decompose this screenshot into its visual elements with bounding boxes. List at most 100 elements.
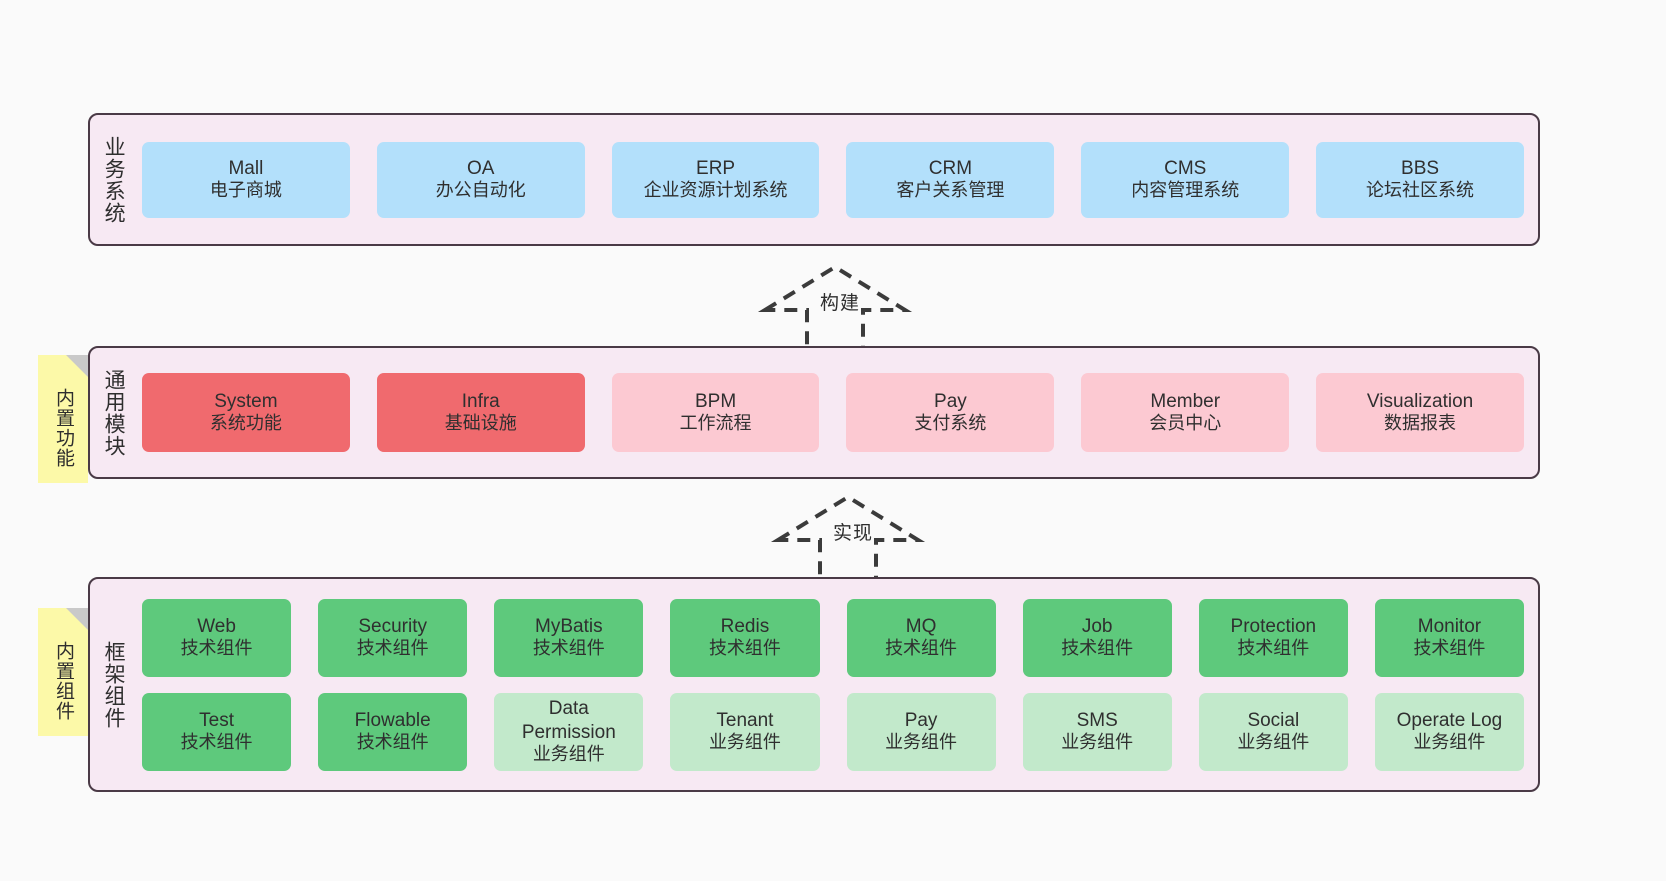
node-title-cn: 技术组件 — [180, 638, 253, 659]
layer-framework-components-title: 框架组件 — [102, 640, 126, 729]
node-title-en: Security — [358, 615, 427, 637]
node-title-en: Pay — [904, 709, 938, 731]
node-title-cn: 支付系统 — [914, 413, 987, 434]
node-title-en: MyBatis — [535, 615, 603, 637]
connector-build: 构建 — [757, 262, 913, 352]
node-title-en: Redis — [720, 615, 770, 637]
node-title-cn: 技术组件 — [532, 638, 605, 659]
node-title-cn: 办公自动化 — [435, 180, 526, 201]
connector-realize: 实现 — [770, 492, 926, 582]
note-builtin-components-text: 内置组件 — [52, 641, 74, 721]
node-row: Test 技术组件 Flowable 技术组件 Data Permission … — [142, 692, 1524, 771]
node-title-en: Tenant — [716, 709, 774, 731]
node-title-cn: 业务组件 — [1413, 732, 1486, 753]
node-social[interactable]: Social 业务组件 — [1198, 692, 1348, 771]
node-title-en: Pay — [934, 390, 967, 412]
node-bpm[interactable]: BPM 工作流程 — [611, 373, 820, 452]
node-title-en: BBS — [1401, 157, 1440, 179]
node-title-cn: 企业资源计划系统 — [643, 180, 788, 201]
node-title-en: Web — [197, 615, 236, 637]
node-visualization[interactable]: Visualization 数据报表 — [1316, 373, 1524, 452]
node-title-en: MQ — [905, 615, 937, 637]
node-title-cn: 技术组件 — [356, 638, 429, 659]
node-infra[interactable]: Infra 基础设施 — [376, 373, 585, 452]
node-title-en: Monitor — [1417, 615, 1482, 637]
node-title-cn: 技术组件 — [885, 638, 958, 659]
node-title-cn: 内容管理系统 — [1131, 180, 1240, 201]
node-mall[interactable]: Mall 电子商城 — [142, 141, 350, 218]
layer-framework-components-body: Web 技术组件 Security 技术组件 MyBatis 技术组件 Redi… — [136, 579, 1538, 790]
layer-common-modules[interactable]: 通用模块 System 系统功能 Infra 基础设施 BPM 工作流程 Pay… — [88, 346, 1540, 479]
node-pay-component[interactable]: Pay 业务组件 — [846, 692, 996, 771]
node-title-en: System — [214, 390, 278, 412]
node-mq[interactable]: MQ 技术组件 — [846, 598, 996, 677]
node-sms[interactable]: SMS 业务组件 — [1022, 692, 1172, 771]
node-title-en: ERP — [696, 157, 736, 179]
node-title-en: Visualization — [1366, 390, 1474, 412]
node-title-en: Job — [1081, 615, 1113, 637]
layer-common-modules-title: 通用模块 — [102, 368, 126, 457]
node-title-en: Data Permission — [521, 698, 616, 743]
node-title-cn: 业务组件 — [532, 743, 605, 764]
node-title-cn: 客户关系管理 — [896, 180, 1005, 201]
node-title-en: Flowable — [354, 709, 431, 731]
note-builtin-functions-text: 内置功能 — [52, 388, 74, 468]
node-title-en: Test — [199, 709, 234, 731]
node-title-cn: 会员中心 — [1149, 413, 1222, 434]
node-cms[interactable]: CMS 内容管理系统 — [1081, 141, 1290, 218]
layer-framework-components[interactable]: 框架组件 Web 技术组件 Security 技术组件 MyBatis 技术组件… — [88, 577, 1540, 792]
node-title-cn: 基础设施 — [444, 413, 517, 434]
node-title-en: CRM — [928, 157, 973, 179]
connector-build-label: 构建 — [820, 293, 861, 314]
node-title-cn: 业务组件 — [1237, 732, 1310, 753]
node-system[interactable]: System 系统功能 — [142, 373, 350, 452]
node-title-cn: 业务组件 — [1061, 732, 1134, 753]
node-title-cn: 技术组件 — [1237, 638, 1310, 659]
node-data-permission[interactable]: Data Permission 业务组件 — [494, 692, 644, 771]
node-operate-log[interactable]: Operate Log 业务组件 — [1374, 692, 1524, 771]
node-title-cn: 技术组件 — [1061, 638, 1134, 659]
node-mybatis[interactable]: MyBatis 技术组件 — [494, 598, 644, 677]
node-title-en: Infra — [461, 390, 500, 412]
node-title-cn: 电子商城 — [209, 180, 282, 201]
node-web[interactable]: Web 技术组件 — [142, 598, 292, 677]
node-title-cn: 系统功能 — [209, 413, 282, 434]
node-redis[interactable]: Redis 技术组件 — [670, 598, 820, 677]
node-title-cn: 技术组件 — [1413, 638, 1486, 659]
node-row: Web 技术组件 Security 技术组件 MyBatis 技术组件 Redi… — [142, 598, 1524, 677]
node-tenant[interactable]: Tenant 业务组件 — [670, 692, 820, 771]
node-title-cn: 技术组件 — [180, 732, 253, 753]
node-crm[interactable]: CRM 客户关系管理 — [846, 141, 1055, 218]
layer-business-system[interactable]: 业务系统 Mall 电子商城 OA 办公自动化 ERP 企业资源计划系统 CRM… — [88, 113, 1540, 246]
generalization-arrow-icon — [770, 494, 926, 582]
node-member[interactable]: Member 会员中心 — [1081, 373, 1290, 452]
node-title-cn: 技术组件 — [356, 732, 429, 753]
node-title-cn: 工作流程 — [679, 413, 752, 434]
layer-common-modules-body: System 系统功能 Infra 基础设施 BPM 工作流程 Pay 支付系统… — [136, 348, 1538, 477]
node-title-en: Member — [1150, 390, 1221, 412]
node-title-en: OA — [467, 157, 495, 179]
node-oa[interactable]: OA 办公自动化 — [376, 141, 585, 218]
node-security[interactable]: Security 技术组件 — [318, 598, 468, 677]
node-test[interactable]: Test 技术组件 — [142, 692, 292, 771]
node-monitor[interactable]: Monitor 技术组件 — [1374, 598, 1524, 677]
note-builtin-components: 内置组件 — [38, 608, 88, 736]
node-erp[interactable]: ERP 企业资源计划系统 — [611, 141, 820, 218]
node-bbs[interactable]: BBS 论坛社区系统 — [1316, 141, 1524, 218]
node-pay-module[interactable]: Pay 支付系统 — [846, 373, 1055, 452]
node-protection[interactable]: Protection 技术组件 — [1198, 598, 1348, 677]
node-title-en: CMS — [1164, 157, 1207, 179]
node-row: System 系统功能 Infra 基础设施 BPM 工作流程 Pay 支付系统… — [142, 373, 1524, 452]
node-title-cn: 论坛社区系统 — [1366, 180, 1475, 201]
node-title-cn: 技术组件 — [708, 638, 781, 659]
node-title-en: Mall — [228, 157, 264, 179]
node-title-en: Protection — [1230, 615, 1317, 637]
layer-business-system-title: 业务系统 — [102, 135, 126, 224]
node-title-cn: 数据报表 — [1384, 413, 1457, 434]
node-flowable[interactable]: Flowable 技术组件 — [318, 692, 468, 771]
node-job[interactable]: Job 技术组件 — [1022, 598, 1172, 677]
node-title-cn: 业务组件 — [885, 732, 958, 753]
node-title-en: Operate Log — [1396, 709, 1503, 731]
generalization-arrow-icon — [757, 264, 913, 352]
